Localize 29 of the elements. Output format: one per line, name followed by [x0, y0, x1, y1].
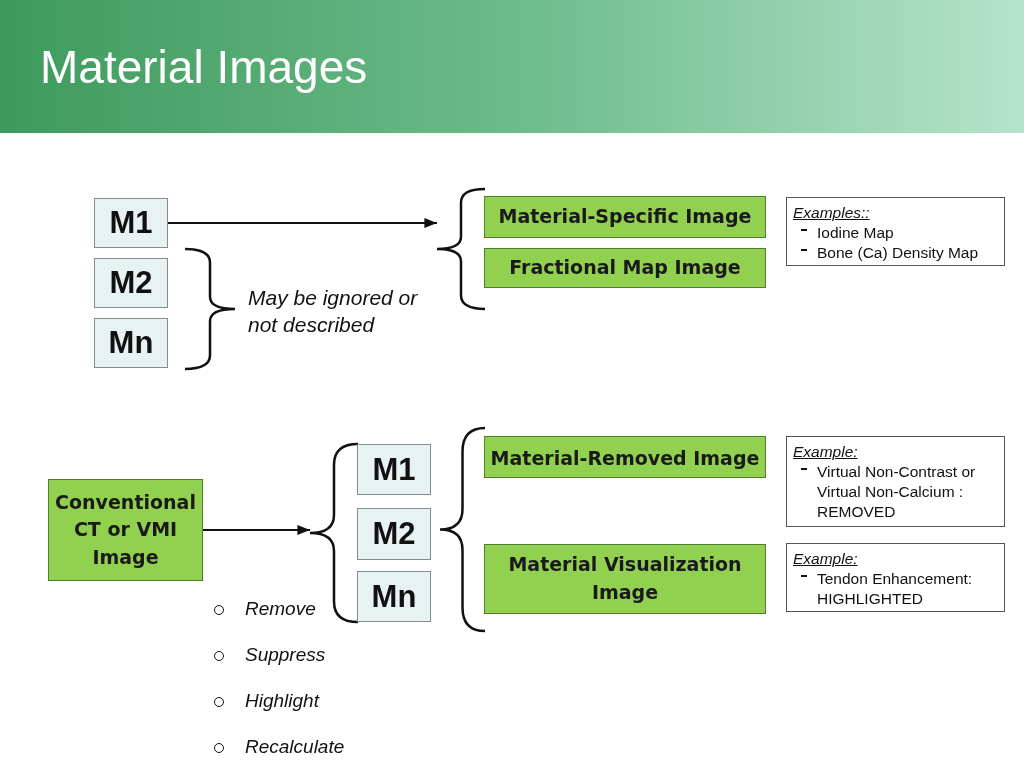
- image-type-box: Material Visualization Image: [484, 544, 766, 614]
- example-item: Virtual Non-Contrast or Virtual Non-Calcium : REMOVED: [793, 462, 998, 522]
- example-box: [786, 197, 1005, 266]
- material-box: M1: [357, 444, 431, 495]
- bullet-item: Suppress: [213, 644, 1024, 666]
- example-heading: Example:: [793, 442, 859, 462]
- example-box: [786, 543, 1005, 612]
- example-item: Bone (Ca) Density Map: [793, 243, 998, 263]
- bullet-item: Highlight: [213, 690, 1024, 712]
- example-item: Iodine Map: [793, 223, 998, 243]
- material-box: Mn: [94, 318, 168, 368]
- image-type-box: Conventional CT or VMI Image: [48, 479, 203, 581]
- image-type-box: Material-Removed Image: [484, 436, 766, 478]
- material-box: M1: [94, 198, 168, 248]
- note-text: May be ignored or not described: [248, 285, 419, 338]
- arrow: [167, 217, 438, 229]
- slide-title: Material Images: [40, 40, 368, 94]
- arrow: [202, 524, 311, 536]
- curly-bracket: [437, 188, 485, 310]
- image-type-box: Material-Specific Image: [484, 196, 766, 238]
- example-box: [786, 436, 1005, 527]
- material-box: Mn: [357, 571, 431, 622]
- bullet-item: Recalculate: [213, 736, 1024, 758]
- example-item: Tendon Enhancement: HIGHLIGHTED: [793, 569, 998, 609]
- material-box: M2: [94, 258, 168, 308]
- example-heading: Examples::: [793, 203, 871, 223]
- image-type-box: Fractional Map Image: [484, 248, 766, 288]
- material-box: M2: [357, 508, 431, 560]
- example-heading: Example:: [793, 549, 859, 569]
